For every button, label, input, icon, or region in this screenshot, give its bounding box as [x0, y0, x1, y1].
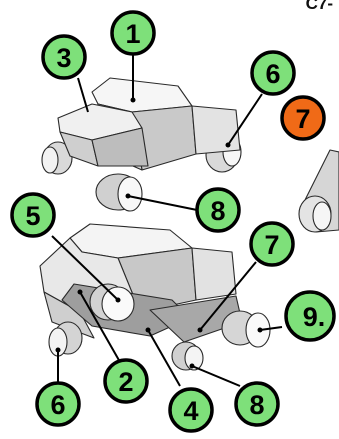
leader-dot — [56, 348, 61, 353]
callout-3-label: 3 — [56, 43, 71, 73]
bottom-vehicle — [40, 224, 270, 370]
callout: 5 — [12, 194, 54, 236]
callout-6-label: 6 — [265, 59, 280, 89]
leader-8-bottom — [192, 366, 240, 386]
callout: 4 — [170, 389, 212, 431]
callout-6-bottom-label: 6 — [50, 390, 65, 420]
callout-9-label: 9. — [303, 302, 326, 332]
leader-dot — [258, 328, 263, 333]
bottom-vehicle-front-wheel — [90, 284, 134, 321]
leader-3 — [78, 78, 88, 112]
callout: 7 — [251, 223, 293, 265]
callout-8-bottom-label: 8 — [249, 390, 264, 420]
callout: 3 — [43, 36, 85, 78]
leader-dot — [126, 194, 131, 199]
partial-vehicle — [299, 150, 339, 232]
callout: 7 — [282, 97, 324, 139]
leader-dot — [146, 328, 151, 333]
callout: 2 — [105, 360, 147, 402]
callout-5-label: 5 — [25, 201, 40, 231]
callout: 8 — [236, 383, 278, 425]
callout-8-top-label: 8 — [210, 196, 225, 226]
bottom-vehicle-mid-wheel — [172, 342, 203, 370]
leader-dot — [226, 143, 231, 148]
callout-7-orange-label: 7 — [295, 104, 310, 134]
leader-dot — [190, 364, 195, 369]
leader-dot — [198, 328, 203, 333]
callout: 6 — [252, 52, 294, 94]
callout: 1 — [112, 12, 154, 54]
callout-7-green-label: 7 — [264, 230, 279, 260]
leader-dot — [116, 298, 121, 303]
top-vehicle-front-wheel — [96, 174, 142, 211]
bottom-vehicle-rear-left-wheel — [49, 322, 82, 356]
callout-4-label: 4 — [183, 396, 198, 426]
callout: 6 — [37, 383, 79, 425]
callout: 8 — [197, 189, 239, 231]
leader-dot — [131, 98, 136, 103]
callout-1-label: 1 — [125, 19, 140, 49]
callout-2-label: 2 — [118, 367, 133, 397]
leader-dot — [78, 290, 83, 295]
callout: 9. — [286, 292, 334, 340]
